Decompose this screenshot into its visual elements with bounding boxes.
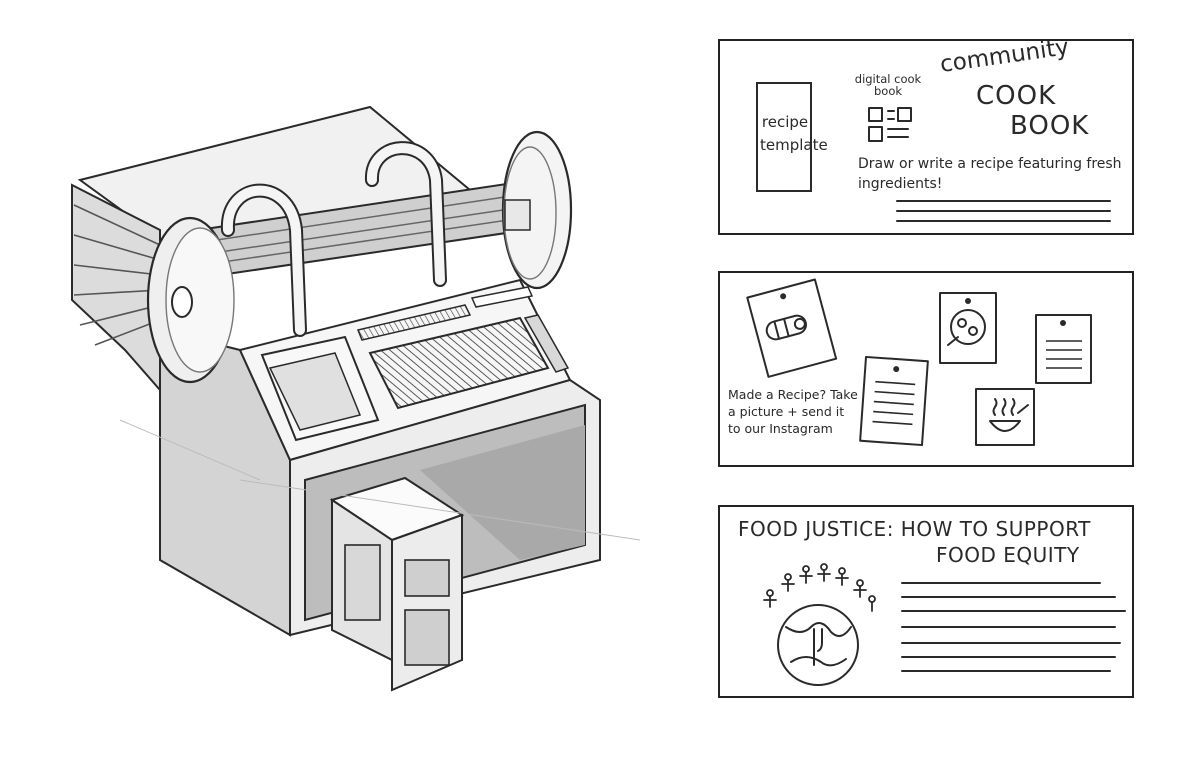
- sushi-roll-card: [746, 278, 838, 378]
- community-cookbook-panel: recipe template digital cook book commun…: [718, 34, 1134, 235]
- cook-heading: COOK: [976, 81, 1057, 111]
- kiosk-counter: [260, 286, 570, 442]
- cookbook-prompt: Draw or write a recipe featuring fresh i…: [858, 156, 1122, 193]
- kiosk-roller: [146, 130, 573, 384]
- bowl-card: [939, 292, 997, 364]
- instagram-caption: Made a Recipe? Take a picture + send it …: [728, 387, 858, 436]
- globe-people-icon: [763, 563, 876, 686]
- soup-card: [975, 388, 1035, 446]
- recipe-template-label: recipe template: [760, 113, 828, 154]
- recipe-list-card-1: [859, 355, 929, 447]
- text-lines: [896, 200, 1111, 222]
- qr-code-icon: [868, 107, 912, 142]
- instagram-recipes-panel: Made a Recipe? Take a picture + send it …: [718, 271, 1134, 467]
- pinned-recipe-cards: [746, 278, 1092, 447]
- book-heading: BOOK: [1010, 111, 1090, 141]
- recipe-template-card: [756, 82, 812, 192]
- food-justice-title: FOOD JUSTICE: HOW TO SUPPORT: [738, 517, 1091, 541]
- article-text-lines: [901, 582, 1126, 672]
- recipe-list-card-2: [1035, 314, 1092, 384]
- construction-lines: [119, 419, 641, 541]
- food-justice-panel: FOOD JUSTICE: HOW TO SUPPORT FOOD EQUITY: [718, 505, 1134, 698]
- food-equity-title: FOOD EQUITY: [936, 543, 1080, 567]
- kiosk-stool: [329, 476, 465, 692]
- community-heading: community: [938, 34, 1071, 78]
- kiosk-sketch: [71, 105, 641, 692]
- digital-cookbook-label: digital cook book: [854, 72, 922, 99]
